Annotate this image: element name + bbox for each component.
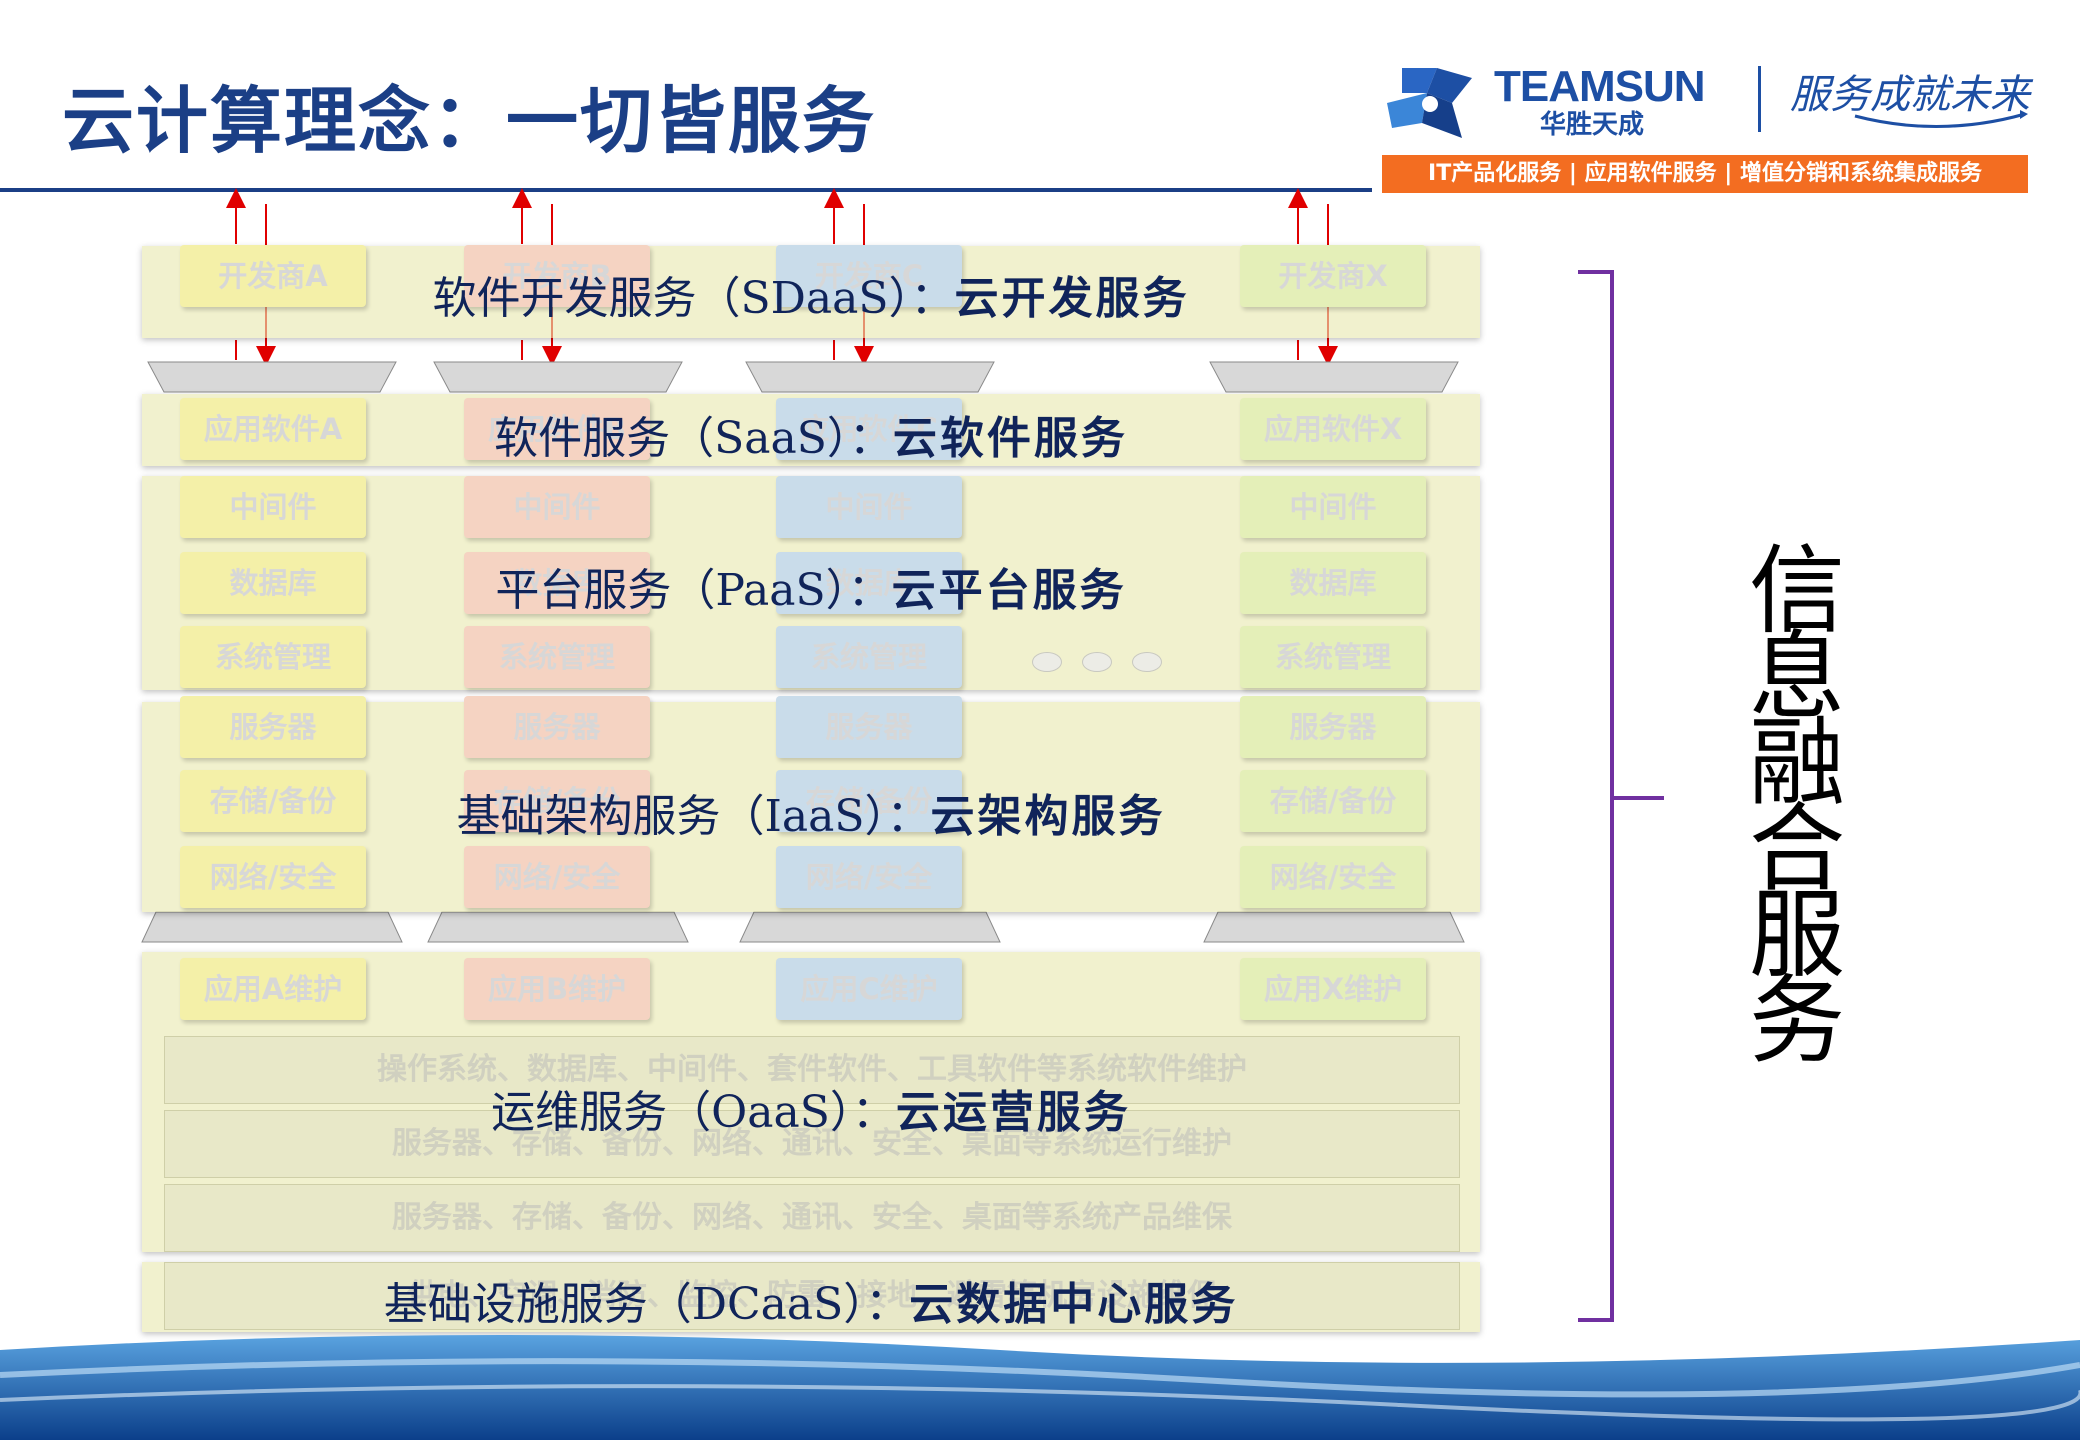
footer-wave-banner: [0, 1335, 2080, 1440]
developer-a-box: 开发商A: [180, 245, 366, 307]
app-b-box: 应用软件B: [464, 398, 650, 460]
layer-name: 基础架构服务（IaaS）：: [456, 791, 931, 842]
cloud-service-name: 云平台服务: [891, 565, 1127, 616]
maint-strip-product-warranty: 服务器、存储、备份、网络、通讯、安全、桌面等系统产品维保: [164, 1184, 1460, 1252]
server-c-box: 服务器: [776, 696, 962, 758]
maint-c-box: 应用C维护: [776, 958, 962, 1020]
storage-x-box: 存储/备份: [1240, 770, 1426, 832]
layer-name: 运维服务（OaaS）：: [491, 1087, 896, 1138]
app-c-box: 应用软件C: [776, 398, 962, 460]
layer-label-dcaas: 基础设施服务（DCaaS）：云数据中心服务: [142, 1268, 1480, 1332]
middleware-c-box: 中间件: [776, 476, 962, 538]
layer-name: 软件开发服务（SDaaS）：: [432, 273, 955, 324]
app-a-box: 应用软件A: [180, 398, 366, 460]
logo-subtitle: 华胜天成: [1540, 110, 1645, 140]
maint-strip-facility: 供电、空调、消防、监控、防雷、接地、避雷等机房设施维保: [164, 1262, 1460, 1330]
maint-strip-system-operation: 服务器、存储、备份、网络、通讯、安全、桌面等系统运行维护: [164, 1110, 1460, 1178]
database-c-box: 数据库: [776, 552, 962, 614]
ellipsis-dot: [1082, 652, 1112, 672]
storage-c-box: 存储/备份: [776, 770, 962, 832]
network-c-box: 网络/安全: [776, 846, 962, 908]
layer-label-paas: 平台服务（PaaS）：云平台服务: [142, 554, 1480, 618]
server-x-box: 服务器: [1240, 696, 1426, 758]
database-b-box: 数据库: [464, 552, 650, 614]
logo-slogan: 服务成就未来: [1790, 72, 2030, 118]
sysmgmt-a-box: 系统管理: [180, 626, 366, 688]
maint-a-box: 应用A维护: [180, 958, 366, 1020]
network-a-box: 网络/安全: [180, 846, 366, 908]
ellipsis-dot: [1032, 652, 1062, 672]
network-x-box: 网络/安全: [1240, 846, 1426, 908]
service-tagline-bar: IT产品化服务 | 应用软件服务 | 增值分销和系统集成服务: [1382, 155, 2028, 193]
storage-a-box: 存储/备份: [180, 770, 366, 832]
cloud-service-name: 云数据中心服务: [909, 1279, 1239, 1330]
logo-name: TEAMSUN: [1494, 62, 1706, 111]
database-x-box: 数据库: [1240, 552, 1426, 614]
middleware-b-box: 中间件: [464, 476, 650, 538]
app-x-box: 应用软件X: [1240, 398, 1426, 460]
storage-b-box: 存储/备份: [464, 770, 650, 832]
layer-label-oaas: 运维服务（OaaS）：云运营服务: [142, 1076, 1480, 1140]
middleware-x-box: 中间件: [1240, 476, 1426, 538]
layer-name: 基础设施服务（DCaaS）：: [383, 1279, 910, 1330]
side-label-info-fusion-service: 信息融合服务: [1749, 535, 1845, 1077]
sysmgmt-b-box: 系统管理: [464, 626, 650, 688]
logo-divider: [1758, 66, 1761, 132]
developer-b-box: 开发商B: [464, 245, 650, 307]
maint-x-box: 应用X维护: [1240, 958, 1426, 1020]
ellipsis-dot: [1132, 652, 1162, 672]
developer-x-box: 开发商X: [1240, 245, 1426, 307]
cloud-service-name: 云架构服务: [930, 791, 1166, 842]
network-b-box: 网络/安全: [464, 846, 650, 908]
layer-name: 平台服务（PaaS）：: [495, 565, 892, 616]
page-title: 云计算理念：一切皆服务: [62, 79, 877, 163]
developer-c-box: 开发商C: [776, 245, 962, 307]
layer-label-iaas: 基础架构服务（IaaS）：云架构服务: [142, 780, 1480, 844]
server-b-box: 服务器: [464, 696, 650, 758]
layer-label-saas: 软件服务（SaaS）：云软件服务: [142, 402, 1480, 466]
database-a-box: 数据库: [180, 552, 366, 614]
slogan-swoosh: [1854, 110, 2028, 128]
cloud-service-name: 云软件服务: [892, 413, 1128, 464]
server-a-box: 服务器: [180, 696, 366, 758]
maint-b-box: 应用B维护: [464, 958, 650, 1020]
title-divider: [0, 188, 1372, 192]
cloud-service-name: 云运营服务: [895, 1087, 1131, 1138]
teamsun-logo-icon: [1387, 68, 1472, 138]
sysmgmt-c-box: 系统管理: [776, 626, 962, 688]
middleware-a-box: 中间件: [180, 476, 366, 538]
maint-strip-system-software: 操作系统、数据库、中间件、套件软件、工具软件等系统软件维护: [164, 1036, 1460, 1104]
sysmgmt-x-box: 系统管理: [1240, 626, 1426, 688]
layer-name: 软件服务（SaaS）：: [494, 413, 893, 464]
cloud-service-name: 云开发服务: [954, 273, 1190, 324]
layer-label-sdaas: 软件开发服务（SDaaS）：云开发服务: [142, 262, 1480, 326]
